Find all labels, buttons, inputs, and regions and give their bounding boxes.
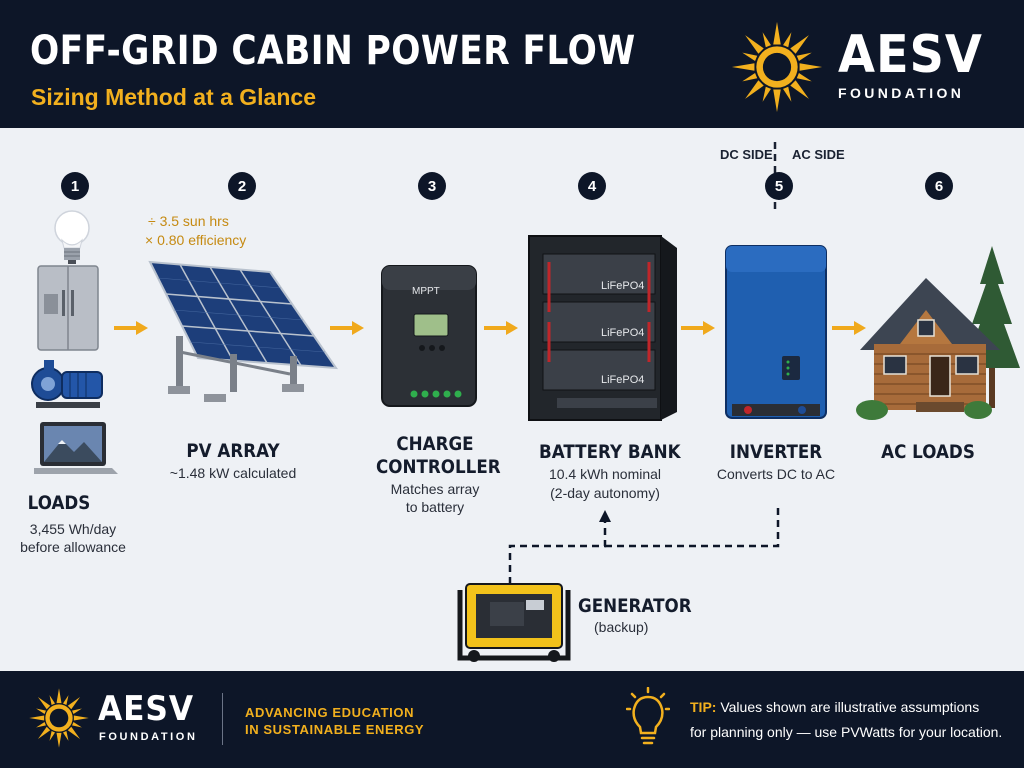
light-bulb-icon (54, 210, 90, 264)
tagline-line-2: IN SUSTAINABLE ENERGY (245, 722, 425, 737)
loads-desc-2: before allowance (20, 539, 126, 555)
sun-logo-icon (731, 21, 823, 113)
footer-brand-foundation: FOUNDATION (99, 731, 198, 743)
sun-ray (731, 63, 755, 71)
sun-ray (742, 73, 758, 82)
sun-ray (783, 86, 792, 102)
step-1-number: 1 (61, 172, 89, 200)
tip-line-1: Values shown are illustrative assumption… (720, 699, 980, 715)
charge-label-line-2: CONTROLLER (376, 456, 501, 478)
footer: AESV FOUNDATION ADVANCING EDUCATION IN S… (0, 671, 1024, 768)
charge-desc-2: to battery (405, 499, 465, 515)
sun-ray (49, 731, 56, 741)
battery-module-1-label: LiFePO4 (601, 280, 645, 292)
ac-loads-label: AC LOADS (881, 441, 975, 463)
step-2-number: 2 (228, 172, 256, 200)
pv-note-efficiency: × 0.80 efficiency (145, 232, 247, 248)
sun-ray (783, 32, 792, 48)
inverter-desc: Converts DC to AC (716, 466, 836, 482)
flow-arrow-5 (832, 321, 866, 335)
tagline-line-1: ADVANCING EDUCATION (245, 705, 415, 720)
tip-label: TIP: (690, 699, 717, 715)
sun-ray (36, 708, 46, 715)
sun-ray (742, 52, 758, 61)
sun-ray (72, 708, 82, 715)
sun-ray (62, 731, 69, 741)
inverter-icon (725, 245, 827, 419)
sun-ray (67, 696, 81, 710)
sun-ray (745, 80, 764, 99)
loads-label: LOADS (27, 492, 91, 514)
sun-ray (62, 695, 69, 705)
flow-arrow-4 (681, 321, 715, 335)
generator-desc: (backup) (594, 619, 649, 635)
sun-ray (773, 89, 781, 113)
battery-desc-2: (2-day autonomy) (550, 485, 660, 501)
sun-ray (773, 21, 781, 45)
footer-divider (222, 693, 223, 745)
brand-name: AESV (838, 25, 983, 85)
sun-ray (37, 726, 51, 740)
pv-array-desc: ~1.48 kW calculated (169, 465, 297, 481)
sun-ray (790, 80, 809, 99)
header: OFF-GRID CABIN POWER FLOW Sizing Method … (0, 0, 1024, 128)
battery-module-2-label: LiFePO4 (601, 327, 645, 339)
flow-arrow-1 (114, 321, 148, 335)
sun-logo-icon (29, 688, 89, 748)
page-title: OFF-GRID CABIN POWER FLOW (30, 28, 636, 74)
sun-ray (72, 721, 82, 728)
step-5-number: 5 (765, 172, 793, 200)
flow-arrow-3 (484, 321, 518, 335)
brand-foundation: FOUNDATION (838, 85, 965, 101)
refrigerator-icon (37, 265, 99, 351)
sun-ray (37, 696, 51, 710)
tip-text: TIP: Values shown are illustrative assum… (690, 695, 1002, 745)
laptop-icon (34, 422, 118, 474)
charge-desc-1: Matches array (390, 481, 480, 497)
step-4-number: 4 (578, 172, 606, 200)
generator-connection-lines (508, 504, 780, 596)
charge-controller-icon (381, 265, 477, 407)
battery-desc-1: 10.4 kWh nominal (548, 466, 662, 482)
sun-ray (762, 32, 771, 48)
solar-panel-array-icon (148, 260, 339, 402)
sun-ray (799, 63, 823, 71)
footer-brand-name: AESV (98, 689, 194, 729)
inverter-label: INVERTER (729, 441, 823, 463)
page-subtitle: Sizing Method at a Glance (31, 84, 316, 110)
step-6-number: 6 (925, 172, 953, 200)
footer-tagline: ADVANCING EDUCATION IN SUSTAINABLE ENERG… (245, 704, 424, 738)
water-pump-icon (31, 360, 103, 408)
sun-ray (56, 688, 62, 704)
diagram-area: DC SIDE AC SIDE 1 2 3 4 5 6 (0, 128, 1024, 671)
battery-bank-icon (528, 235, 677, 421)
generator-label: GENERATOR (578, 595, 692, 617)
sun-ray (73, 715, 89, 721)
sun-ray (796, 52, 812, 61)
sun-ray (790, 35, 809, 54)
ac-side-label: AC SIDE (792, 147, 845, 162)
lightbulb-tip-icon (626, 687, 670, 745)
sun-ray (36, 721, 46, 728)
generator-icon (457, 583, 571, 662)
sun-ray (67, 726, 81, 740)
controller-device-label: MPPT (412, 286, 440, 297)
sun-ray (29, 715, 45, 721)
sun-ray (49, 695, 56, 705)
battery-module-3-label: LiFePO4 (601, 374, 645, 386)
sun-ray (762, 86, 771, 102)
dc-side-label: DC SIDE (720, 147, 773, 162)
battery-bank-label: BATTERY BANK (539, 441, 681, 463)
pv-array-label: PV ARRAY (186, 440, 280, 462)
sun-ray (745, 35, 764, 54)
tip-line-2: for planning only — use PVWatts for your… (690, 724, 1003, 740)
step-3-number: 3 (418, 172, 446, 200)
pv-note-sun-hours: ÷ 3.5 sun hrs (148, 213, 229, 229)
flow-arrow-2 (330, 321, 364, 335)
sun-ray (56, 732, 62, 748)
charge-label-line-1: CHARGE (396, 433, 474, 455)
loads-desc-1: 3,455 Wh/day (29, 521, 117, 537)
sun-ray (796, 73, 812, 82)
cabin-icon (856, 246, 1020, 420)
